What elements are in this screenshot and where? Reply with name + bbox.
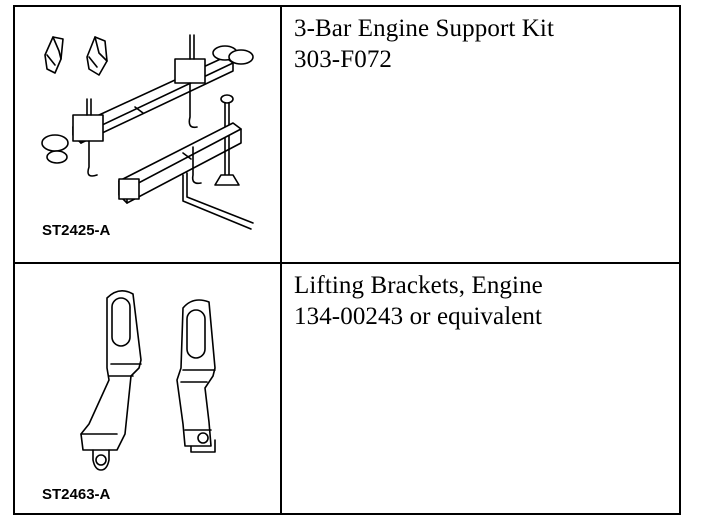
tool-number: 303-F072 [294, 46, 393, 73]
figure-label: ST2425-A [42, 222, 111, 239]
special-tools-table: ST2425-A 3-Bar Engine Support Kit 303-F0… [13, 5, 681, 515]
description-cell: 3-Bar Engine Support Kit 303-F072 [282, 7, 679, 262]
tool-name: 3-Bar Engine Support Kit [294, 15, 555, 42]
illustration-cell: ST2463-A [15, 264, 282, 513]
tool-number: 134-00243 or equivalent [294, 303, 543, 330]
description-cell: Lifting Brackets, Engine 134-00243 or eq… [282, 264, 679, 513]
tool-row-engine-support-kit: ST2425-A 3-Bar Engine Support Kit 303-F0… [15, 7, 679, 264]
tool-row-lifting-brackets: ST2463-A Lifting Brackets, Engine 134-00… [15, 264, 679, 513]
engine-support-kit-icon [41, 34, 254, 230]
lifting-brackets-icon [80, 290, 216, 471]
illustration-cell: ST2425-A [15, 7, 282, 262]
figure-label: ST2463-A [42, 486, 111, 503]
tool-name: Lifting Brackets, Engine [294, 272, 543, 299]
